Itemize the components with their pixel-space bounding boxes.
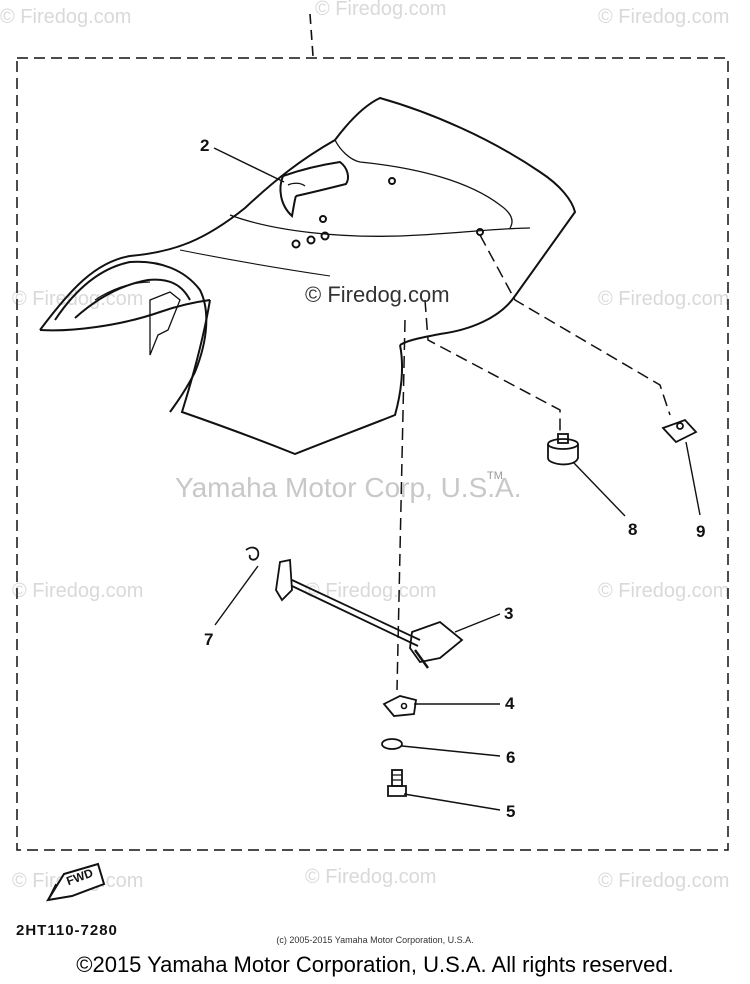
watermark-firedog: © Firedog.com xyxy=(598,6,730,28)
watermark-firedog: © Firedog.com xyxy=(598,288,730,310)
watermark-firedog: © Firedog.com xyxy=(305,866,437,888)
callout-6: 6 xyxy=(506,748,516,767)
callout-4: 4 xyxy=(505,694,515,713)
watermark-firedog-center: © Firedog.com xyxy=(305,282,450,307)
damper-part xyxy=(547,433,579,466)
callout-5: 5 xyxy=(506,802,516,821)
callout-2: 2 xyxy=(200,136,210,155)
callout-7: 7 xyxy=(204,630,214,649)
washer-part xyxy=(381,738,403,750)
diagram-code: 2HT110-7280 xyxy=(16,922,118,939)
assembly-boundary xyxy=(16,57,729,851)
bracket-nut-part xyxy=(382,695,418,717)
trademark-mark: TM xyxy=(487,470,503,482)
callout-8: 8 xyxy=(628,520,638,539)
bolt-part xyxy=(387,769,407,797)
watermark-yamaha: Yamaha Motor Corp, U.S.A. xyxy=(175,472,522,503)
watermark-firedog: © Firedog.com xyxy=(598,870,730,892)
watermark-firedog: © Firedog.com xyxy=(12,580,144,602)
callout-3: 3 xyxy=(504,604,514,623)
watermark-firedog: © Firedog.com xyxy=(0,6,132,28)
pin-part xyxy=(245,546,260,561)
small-copyright: (c) 2005-2015 Yamaha Motor Corporation, … xyxy=(276,935,474,945)
fwd-arrow-icon xyxy=(45,862,106,902)
callout-9: 9 xyxy=(696,522,706,541)
leader-lines xyxy=(213,147,701,811)
seat-strap xyxy=(279,160,349,218)
reference-line xyxy=(309,13,314,57)
clip-nut-part xyxy=(661,418,698,444)
lock-assembly xyxy=(275,558,464,669)
seat-assembly xyxy=(39,96,577,456)
watermark-firedog: © Firedog.com xyxy=(305,580,437,602)
assembly-guides xyxy=(396,234,671,691)
watermark-firedog: © Firedog.com xyxy=(598,580,730,602)
watermark-firedog: © Firedog.com xyxy=(315,0,447,20)
footer-copyright: ©2015 Yamaha Motor Corporation, U.S.A. A… xyxy=(76,952,674,977)
